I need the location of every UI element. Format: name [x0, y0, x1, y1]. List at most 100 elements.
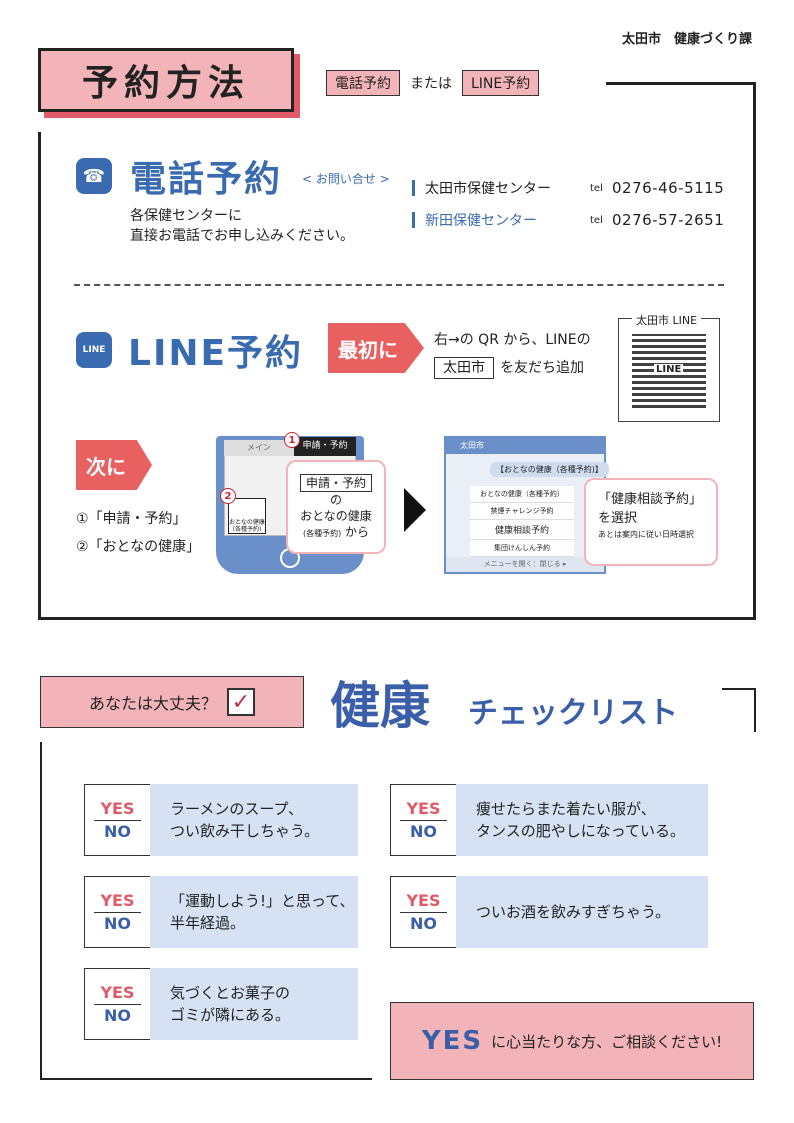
- chat-header: 太田市: [446, 438, 604, 454]
- callout-text-row: (各種予約) から: [288, 524, 384, 542]
- method-row: 電話予約 または LINE予約: [326, 70, 540, 96]
- banner-text: に心当たりな方、ご相談ください!: [491, 1032, 723, 1051]
- no-label: NO: [410, 913, 437, 933]
- tel-label: tel: [590, 182, 603, 194]
- city-box: 太田市: [434, 357, 494, 379]
- chat-menu-item: 禁煙チャレンジ予約: [470, 503, 574, 520]
- callout-text: から: [345, 525, 370, 539]
- callout-small: (各種予約): [302, 529, 342, 538]
- frame-line: [754, 688, 756, 732]
- banner-yes: YES: [421, 1026, 484, 1056]
- question-box: あなたは大丈夫？ ✓: [40, 676, 304, 728]
- chat-menu-item: 集団けんしん予約: [470, 540, 574, 557]
- step-number: 2: [220, 488, 236, 504]
- arrow-right-icon: [404, 488, 426, 532]
- no-label: NO: [104, 821, 131, 841]
- question-text: あなたは大丈夫？: [88, 694, 217, 713]
- qr-logo: LINE: [654, 364, 684, 375]
- callout-box: 申請・予約: [299, 474, 372, 492]
- center-row: 太田市保健センター tel 0276-46-5115: [412, 178, 724, 198]
- callout-apply: 申請・予約 の おとなの健康 (各種予約) から: [286, 460, 386, 554]
- tel-label: tel: [590, 214, 603, 226]
- frame-line: [722, 688, 756, 690]
- step-item: ①「申請・予約」: [76, 511, 187, 527]
- phone-description: 各保健センターに 直接お電話でお申し込みください。: [130, 206, 354, 246]
- frame-line: [38, 132, 41, 620]
- chat-menu-list: おとなの健康（各種予約） 禁煙チャレンジ予約 健康相談予約 集団けんしん予約: [470, 486, 574, 557]
- line-instruction-text: を友だち追加: [500, 360, 584, 376]
- chat-bubble: 【おとなの健康（各種予約)】: [490, 462, 609, 477]
- bar: [412, 212, 415, 228]
- bar: [412, 180, 415, 196]
- page-title: 予約方法: [38, 48, 294, 112]
- callout-text: を選択: [598, 511, 638, 526]
- line-instruction-text: 右→の QR から、LINEの: [434, 332, 591, 348]
- frame-line: [753, 82, 756, 620]
- checklist-text: ついお酒を飲みすぎちゃう。: [456, 876, 708, 948]
- frame-line: [38, 617, 756, 620]
- checklist-title-sub: チェックリスト: [468, 696, 678, 731]
- center-name: 太田市保健センター: [425, 181, 551, 197]
- tel-number[interactable]: 0276-46-5115: [612, 179, 725, 197]
- center-name: 新田保健センター: [425, 213, 537, 229]
- method-line-tag: LINE予約: [462, 70, 540, 96]
- yes-label: YES: [400, 798, 447, 821]
- phone-heading: 電話予約: [130, 159, 283, 200]
- step-item: ②「おとなの健康」: [76, 539, 201, 555]
- first-step-tag: 最初に: [328, 323, 424, 373]
- no-label: NO: [104, 913, 131, 933]
- tel-number[interactable]: 0276-57-2651: [612, 211, 725, 229]
- yes-label: YES: [94, 890, 141, 913]
- checklist-text: 痩せたらまた着たい服が、 タンスの肥やしになっている。: [456, 784, 708, 856]
- phone-desc-line: 各保健センターに: [130, 208, 242, 224]
- callout-consult: 「健康相談予約」 を選択 あとは案内に従い日時選択: [584, 478, 718, 566]
- line-instruction-row: 太田市を友だち追加: [434, 354, 591, 382]
- line-heading: LINE予約: [128, 333, 304, 374]
- adult-health-item: おとなの健康 (各種予約): [228, 498, 266, 534]
- department-name: 太田市 健康づくり課: [621, 32, 752, 47]
- line-instruction: 右→の QR から、LINEの 太田市を友だち追加: [434, 326, 591, 382]
- step-number: 1: [284, 432, 300, 448]
- yes-banner: YES に心当たりな方、ご相談ください!: [390, 1002, 754, 1080]
- qr-label: 太田市 LINE: [632, 312, 702, 328]
- checklist-text: 気づくとお菓子の ゴミが隣にある。: [150, 968, 358, 1040]
- checklist-title-main: 健康: [330, 677, 430, 735]
- qr-code-icon[interactable]: [632, 334, 706, 408]
- checklist-text: ラーメンのスープ、 つい飲み干しちゃう。: [150, 784, 358, 856]
- callout-text: おとなの健康: [300, 509, 372, 523]
- line-app-icon: LINE: [76, 332, 112, 368]
- phone-icon: ☎: [76, 158, 112, 194]
- chat-menu-item: 健康相談予約: [470, 520, 574, 540]
- frame-line: [40, 1078, 372, 1080]
- chat-menu-item: おとなの健康（各種予約）: [470, 486, 574, 503]
- tab-main: メイン: [224, 440, 294, 456]
- dashed-divider: [74, 284, 724, 286]
- yes-label: YES: [94, 982, 141, 1005]
- tab-apply: 申請・予約: [294, 437, 356, 456]
- callout-text: の: [329, 493, 342, 507]
- method-or: または: [410, 76, 452, 92]
- checklist-text: 「運動しよう!」と思って、 半年経過。: [150, 876, 358, 948]
- frame-line: [606, 82, 756, 85]
- callout-text: 「健康相談予約」: [598, 492, 703, 507]
- phone-desc-line: 直接お電話でお申し込みください。: [130, 228, 354, 244]
- chat-footer: メニューを開く：閉じる ▸: [446, 557, 604, 572]
- yes-label: YES: [94, 798, 141, 821]
- center-row: 新田保健センター tel 0276-57-2651: [412, 210, 724, 230]
- yes-label: YES: [400, 890, 447, 913]
- method-phone-tag: 電話予約: [326, 70, 400, 96]
- no-label: NO: [104, 1005, 131, 1025]
- callout-note: あとは案内に従い日時選択: [598, 530, 694, 539]
- phone-note: < お問い合せ >: [302, 172, 390, 186]
- frame-line: [40, 742, 42, 1080]
